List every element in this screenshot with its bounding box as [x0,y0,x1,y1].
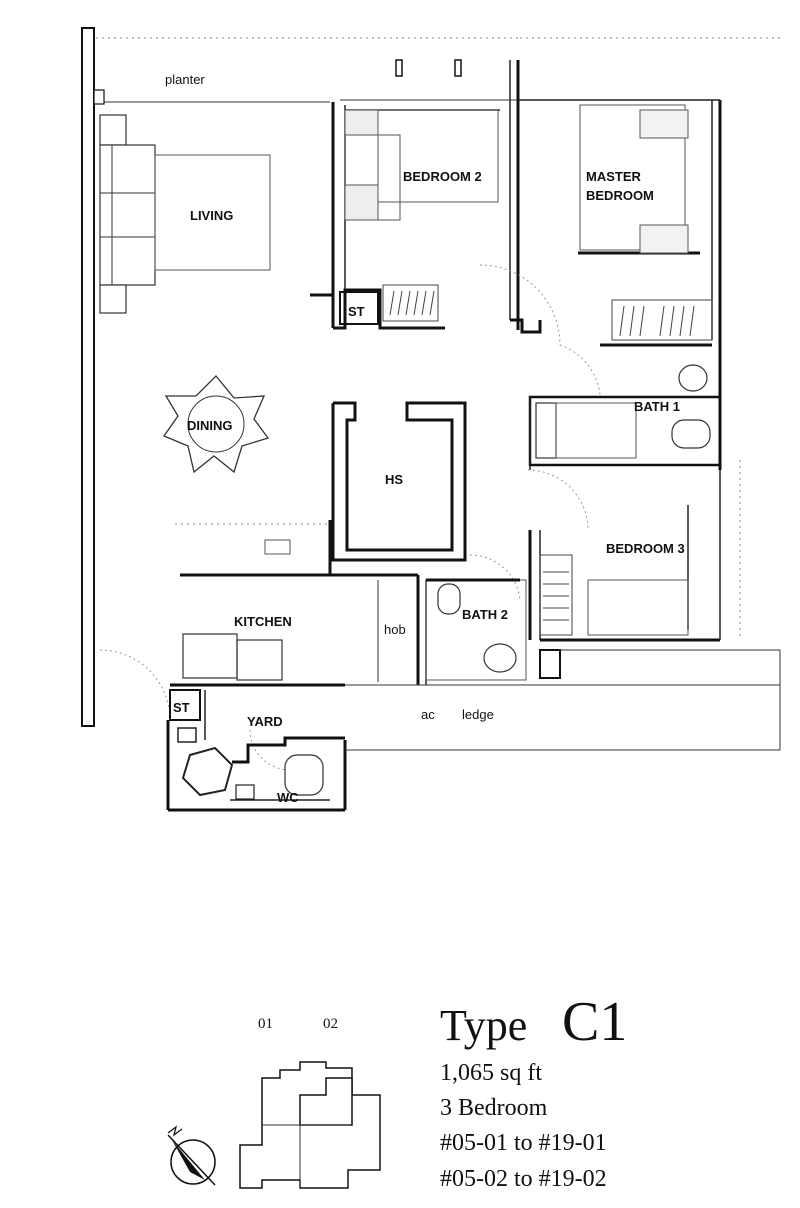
household-shelter [331,401,467,562]
store-room-1-label: ST [348,304,365,319]
bedroom-3-walls [528,460,741,679]
outer-left-wall [81,27,95,727]
bath-1 [528,364,722,470]
planter-label: planter [165,72,205,87]
unit-bedrooms: 3 Bedroom [440,1095,548,1121]
bath-2 [425,578,527,681]
unit-type-code: C1 [562,991,627,1053]
wc-label: WC [277,790,299,805]
door-swings [99,264,601,771]
living-label: LIVING [190,208,233,223]
kitchen-counter [175,520,427,685]
bedroom-3-label: BEDROOM 3 [606,541,685,556]
key-plan: 01 02 [167,1016,381,1189]
kitchen-label: KITCHEN [234,614,292,629]
floor-plan [81,27,781,812]
dining-label: DINING [187,418,233,433]
living-rug [154,154,271,271]
ac-ledge-label-ac: ac [421,707,435,722]
unit-info: Type C1 1,065 sq ft 3 Bedroom #05-01 to … [440,991,627,1192]
store-room-2-label: ST [173,700,190,715]
key-plan-unit-02-label: 02 [323,1016,338,1032]
ac-ledge-label-ledge: ledge [462,707,494,722]
master-bedroom-label-line1: MASTER [586,169,642,184]
key-plan-unit-01-label: 01 [258,1016,273,1032]
master-wardrobe [600,299,713,347]
unit-range-2: #05-02 to #19-02 [440,1166,607,1192]
master-bedroom-label-line2: BEDROOM [586,188,654,203]
household-shelter-label: HS [385,472,403,487]
planter-boundary [93,37,780,105]
sofa [99,114,156,314]
yard-label: YARD [247,714,283,729]
bedroom-2-wardrobe [382,284,439,322]
dining-table [163,375,270,474]
unit-area: 1,065 sq ft [440,1060,542,1086]
master-bedroom-walls [510,99,722,470]
unit-type-word: Type [440,1001,527,1050]
bath-1-label: BATH 1 [634,399,680,414]
bath-2-label: BATH 2 [462,607,508,622]
bedroom-2-bed [344,109,499,221]
bedroom-2-label: BEDROOM 2 [403,169,482,184]
hob-label: hob [384,622,406,637]
store-room-1 [310,291,379,325]
compass-icon [167,1125,216,1186]
unit-range-1: #05-01 to #19-01 [440,1130,607,1156]
yard-and-wc [166,649,781,812]
